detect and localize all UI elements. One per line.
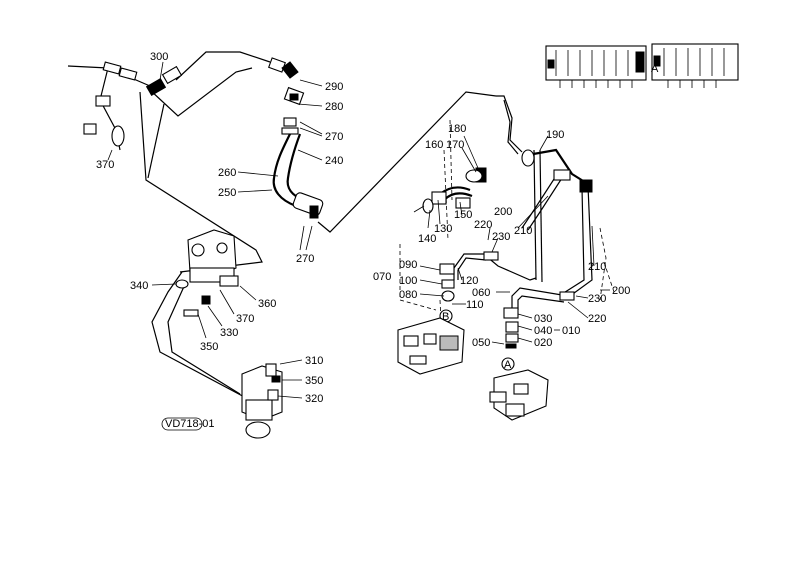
callout-210-left: 210 [514,225,532,237]
top-left-fittings [83,61,183,147]
callout-220-lower: 220 [588,313,606,325]
callout-230-upper: 230 [492,231,510,243]
pump-body [175,229,239,317]
marker-a-ref: A [504,359,512,371]
leader-lines [107,61,610,399]
callout-220-upper: 220 [474,219,492,231]
lower-left-valve [241,363,283,439]
callout-230-lower: 230 [588,293,606,305]
callout-190: 190 [546,129,564,141]
callout-110: 110 [466,299,484,311]
callout-250: 250 [218,187,236,199]
callout-300: 300 [150,51,168,63]
callout-090: 090 [399,259,417,271]
callout-270-upper: 270 [325,131,343,143]
valve-block-b [397,317,465,375]
marker-a-overview: A [651,63,659,75]
control-valve-overview: B A [545,43,739,88]
callout-350-right: 350 [305,375,323,387]
callout-labels: 300 290 280 270 240 260 250 270 370 340 … [96,51,630,405]
callout-360: 360 [258,298,276,310]
callout-280: 280 [325,101,343,113]
callout-100: 100 [399,275,417,287]
callout-010: 010 [562,325,580,337]
callout-200-lower: 200 [612,285,630,297]
callout-240: 240 [325,155,343,167]
callout-030: 030 [534,313,552,325]
callout-330: 330 [220,327,238,339]
callout-180: 180 [448,123,466,135]
upper-hose-assembly [268,57,324,219]
callout-270-lower: 270 [296,253,314,265]
callout-210-right: 210 [588,261,606,273]
callout-020: 020 [534,337,552,349]
callout-140: 140 [418,233,436,245]
callout-370-upper: 370 [96,159,114,171]
marker-circle-a [501,357,515,371]
callout-120: 120 [460,275,478,287]
left-pipe-run [67,51,497,401]
callout-150: 150 [454,209,472,221]
callout-170: 170 [446,139,464,151]
callout-060: 060 [472,287,490,299]
callout-080: 080 [399,289,417,301]
callout-310: 310 [305,355,323,367]
callout-040: 040 [534,325,552,337]
drawing-code: VD718-01 [165,418,215,430]
drawing-code-stamp: VD718-01 [161,417,215,431]
callout-370-lower: 370 [236,313,254,325]
callout-320: 320 [305,393,323,405]
callout-160: 160 [425,139,443,151]
callout-130: 130 [434,223,452,235]
callout-290: 290 [325,81,343,93]
marker-b-overview: B [637,51,644,63]
right-fittings: A B [413,149,593,371]
callout-260: 260 [218,167,236,179]
callout-070: 070 [373,271,391,283]
marker-b-ref: B [442,311,449,323]
callout-200-upper: 200 [494,206,512,218]
callout-340: 340 [130,280,148,292]
callout-050: 050 [472,337,490,349]
valve-block-a [489,369,549,421]
callout-350-left: 350 [200,341,218,353]
right-pipe-run [453,95,593,310]
